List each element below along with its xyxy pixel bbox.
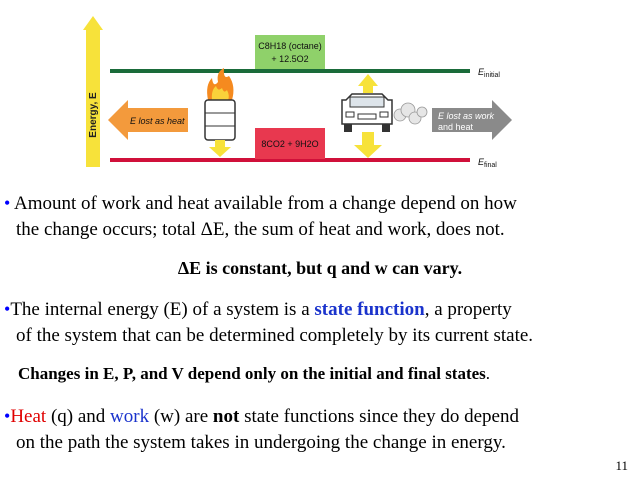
bullet2-line2: of the system that can be determined com… bbox=[16, 325, 534, 346]
bullet-marker: • bbox=[4, 406, 11, 426]
energy-axis-arrow bbox=[83, 16, 103, 167]
reactants-line2: + 12.5O2 bbox=[271, 54, 308, 64]
work-term: work bbox=[110, 406, 150, 427]
bullet1-line2: the change occurs; total ΔE, the sum of … bbox=[16, 219, 505, 240]
final-energy-line bbox=[110, 158, 470, 162]
bullet1-text: Amount of work and heat available from a… bbox=[14, 193, 517, 214]
work-heat-loss-label-2: and heat bbox=[438, 122, 474, 132]
reactants-line1: C8H18 (octane) bbox=[258, 41, 322, 51]
work-heat-loss-label-1: E lost as work bbox=[438, 111, 495, 121]
car-down-arrow bbox=[354, 132, 382, 158]
bullet2-line1: •The internal energy (E) of a system is … bbox=[4, 299, 512, 320]
heat-term: Heat bbox=[10, 406, 47, 427]
energy-axis-label: Energy, E bbox=[88, 92, 99, 138]
car-icon bbox=[341, 93, 393, 132]
state-dependence-statement: Changes in E, P, and V depend only on th… bbox=[18, 364, 491, 383]
reactants-box bbox=[255, 35, 325, 69]
page-number: 11 bbox=[615, 458, 628, 473]
bullet1-line1: • Amount of work and heat available from… bbox=[4, 193, 517, 215]
state-function-term: state function bbox=[314, 299, 425, 320]
burning-barrel-icon bbox=[204, 68, 236, 141]
e-final-label: Efinal bbox=[478, 157, 497, 169]
delta-e-constant-statement: ΔE is constant, but q and w can vary. bbox=[177, 258, 463, 278]
heat-loss-arrow bbox=[108, 100, 188, 140]
bullet-marker: • bbox=[4, 193, 11, 213]
heat-loss-label: E lost as heat bbox=[130, 116, 185, 126]
bullet-marker: • bbox=[4, 299, 11, 319]
products-label: 8CO2 + 9H2O bbox=[261, 139, 318, 149]
work-heat-loss-arrow bbox=[432, 100, 512, 140]
bullet3-line1: •Heat (q) and work (w) are not state fun… bbox=[4, 406, 519, 427]
initial-energy-line bbox=[110, 69, 470, 73]
bullet3-line2: on the path the system takes in undergoi… bbox=[16, 432, 506, 453]
e-initial-label: Einitial bbox=[478, 67, 500, 79]
barrel-down-arrow bbox=[209, 140, 231, 157]
products-box bbox=[255, 128, 325, 159]
exhaust-cloud-icon bbox=[393, 102, 428, 125]
car-up-arrow bbox=[358, 74, 378, 93]
energy-diagram: Energy, E C8H18 (octane) + 12.5O2 8CO2 +… bbox=[83, 16, 512, 169]
